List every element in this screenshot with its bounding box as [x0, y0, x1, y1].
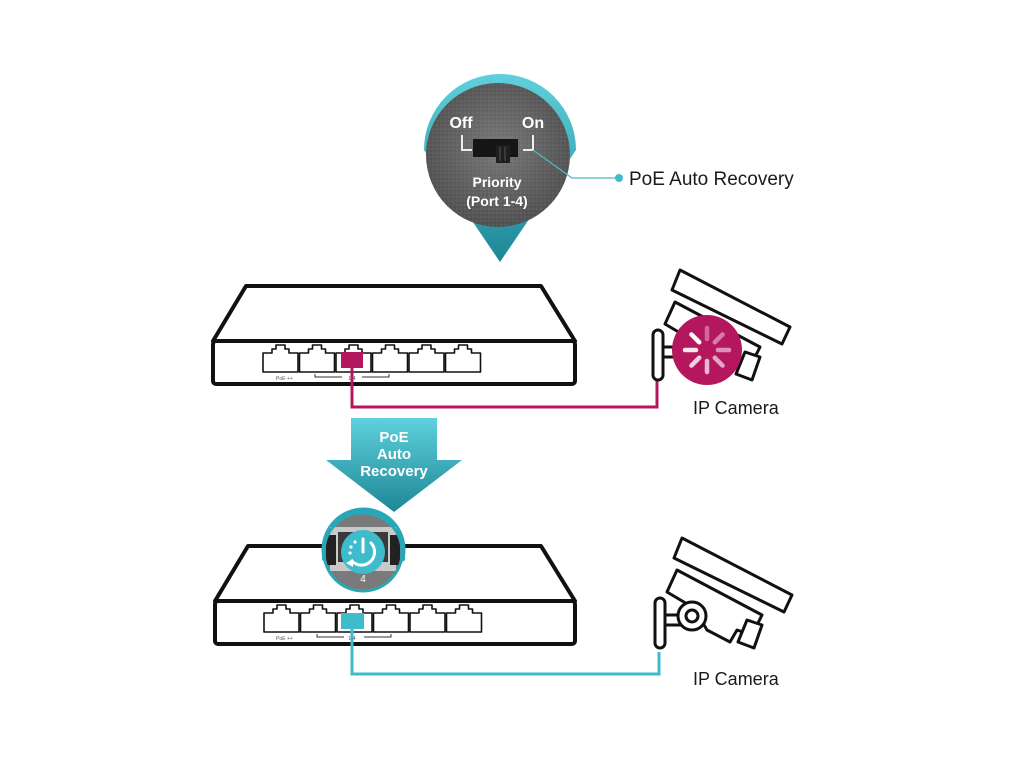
arrow-text-line3: Recovery	[360, 463, 428, 480]
badge-port-number: 4	[360, 574, 366, 585]
camera-status-badge	[672, 315, 742, 385]
poe-auto-recovery-arrow: PoE Auto Recovery	[326, 418, 462, 512]
callout-leader-line	[532, 149, 618, 179]
port-label-left: PoE ++	[276, 376, 293, 382]
spinner-tick	[712, 355, 725, 368]
rj45-port	[371, 344, 409, 373]
rj45-port	[372, 604, 410, 633]
arrow-shape	[326, 418, 462, 512]
switch-top-face	[211, 284, 577, 343]
port-group-bracket	[314, 374, 390, 378]
rj45-port	[444, 344, 482, 373]
ip-camera-before	[651, 268, 792, 385]
priority-label: Priority	[472, 174, 521, 190]
port-recovery-badge: 4	[321, 507, 406, 593]
rj45-port	[262, 344, 299, 373]
cable-after	[350, 629, 661, 676]
poe-auto-recovery-label: PoE Auto Recovery	[629, 169, 794, 190]
rj45-port	[299, 604, 337, 633]
switch-before: PoE ++	[211, 284, 577, 386]
arrow-text-line1: PoE	[379, 429, 408, 446]
ip-camera-after	[653, 536, 794, 650]
camera-icon	[653, 536, 794, 650]
cable-before	[350, 368, 659, 409]
port-range-label: (Port 1-4)	[466, 193, 527, 209]
rj45-port	[409, 604, 446, 633]
switch-ports	[263, 604, 483, 633]
off-bracket	[461, 135, 472, 151]
rj45-port	[445, 604, 483, 633]
loading-spinner-icon	[682, 325, 732, 375]
switch-off-label: Off	[449, 115, 473, 132]
arrow-text-line2: Auto	[377, 446, 411, 463]
spinner-tick	[689, 332, 702, 345]
camera-label-before: IP Camera	[693, 398, 780, 418]
port-group-bracket	[316, 634, 392, 638]
highlighted-port-recovered	[341, 613, 364, 629]
rj45-port	[408, 344, 445, 373]
power-restart-icon	[346, 537, 377, 567]
dip-switch-toggle[interactable]	[473, 139, 518, 163]
spinner-tick	[689, 355, 702, 368]
rj45-port	[263, 604, 300, 633]
port-group-label: 1-4	[348, 376, 355, 382]
spinner-tick	[712, 332, 725, 345]
highlighted-port-fault	[341, 352, 363, 368]
camera-label-after: IP Camera	[693, 669, 780, 689]
rj45-port	[298, 344, 336, 373]
switch-on-label: On	[522, 115, 544, 132]
port-label-left: PoE ++	[276, 636, 293, 642]
port-group-label: 1-4	[348, 636, 355, 642]
dip-switch-callout: Off On Priority (Port 1-4)	[424, 74, 576, 262]
leader-dot	[615, 174, 623, 182]
